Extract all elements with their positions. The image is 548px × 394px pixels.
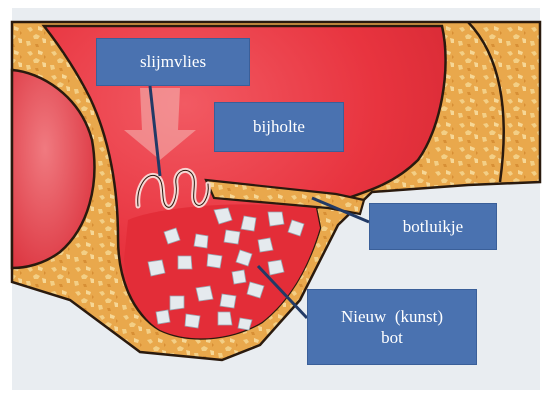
label-nieuw-kunst-bot: Nieuw (kunst) bot [307, 289, 477, 365]
label-bijholte: bijholte [214, 102, 344, 152]
label-nieuw-bot-line2: bot [381, 327, 403, 348]
label-nieuw-bot-line1: Nieuw (kunst) [341, 306, 443, 327]
label-slijmvlies: slijmvlies [96, 38, 250, 86]
label-botluikje: botluikje [369, 203, 497, 250]
